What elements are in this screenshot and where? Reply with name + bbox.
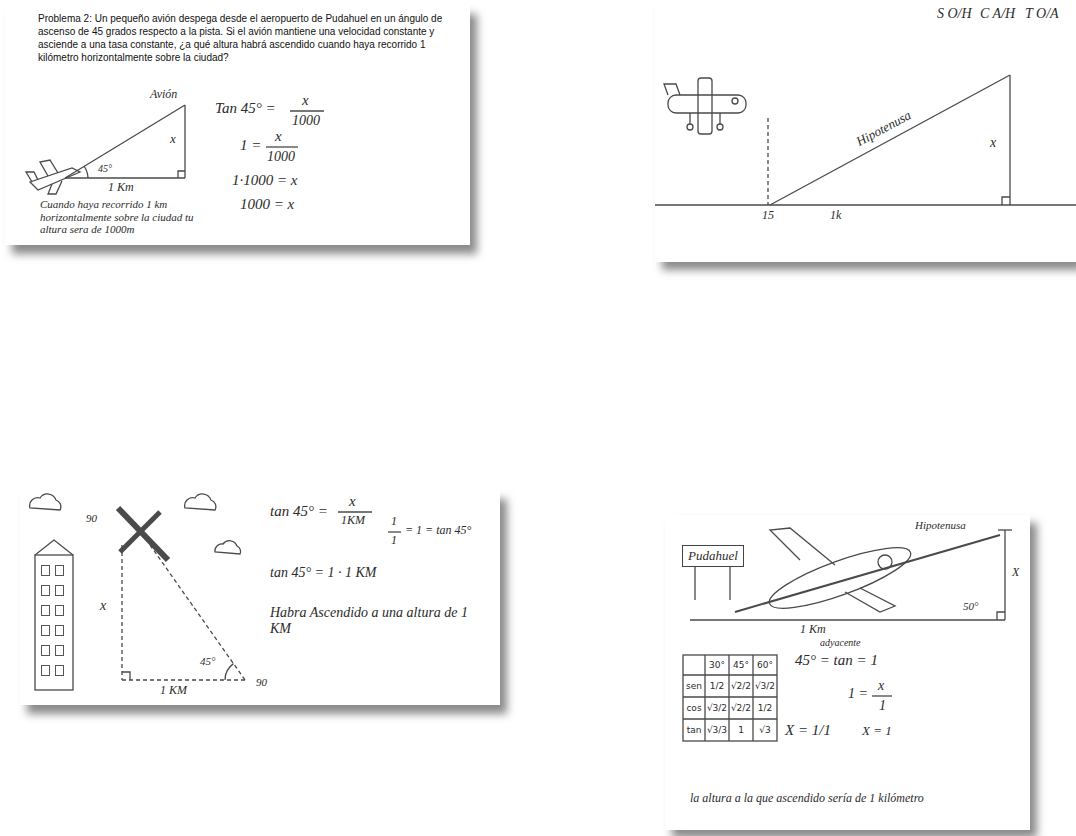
table-cell: 1 <box>730 725 752 735</box>
handwritten-note: 1000 <box>292 113 320 129</box>
sign-text: Pudahuel <box>688 549 738 564</box>
handwritten-note: 1 <box>391 515 397 529</box>
table-cell: √3/2 <box>706 703 728 713</box>
handwritten-note: Tan 45° = <box>215 100 276 117</box>
table-cell: √2/2 <box>730 681 752 691</box>
handwritten-note: tan 45° = 1 · 1 KM <box>270 565 376 581</box>
handwritten-note: x <box>100 598 106 614</box>
handwritten-note: Avión <box>150 88 177 102</box>
handwritten-note: 1 <box>879 698 886 714</box>
handwritten-note: 1 <box>391 534 397 548</box>
table-cell: √3 <box>754 725 776 735</box>
handwritten-note: 1 Km <box>800 623 826 637</box>
handwritten-note: 1 KM <box>160 684 187 698</box>
work-panel: x 90 45° 1 KM 90 tan 45° = x 1KM 1 1 = 1 = tan 45°… <box>20 490 500 705</box>
handwritten-note: 90 <box>256 676 267 689</box>
handwritten-note: 1KM <box>341 514 365 528</box>
handwritten-note: S O/H <box>937 6 972 22</box>
triangle-sketch <box>26 105 324 194</box>
handwritten-note: x <box>275 128 282 145</box>
handwritten-note: X = 1 <box>862 724 892 739</box>
handwritten-note: 15 <box>762 209 774 223</box>
work-panel: Hipotenusa x 15 1k S O/H C A/H T O/A <box>655 0 1076 262</box>
handwritten-note: 45° = tan = 1 <box>795 652 878 669</box>
table-cell: cos <box>684 703 704 713</box>
handwritten-note: x <box>349 493 356 510</box>
handwritten-note: x <box>878 678 884 694</box>
table-cell: sen <box>684 681 704 691</box>
handwritten-note: = 1 = tan 45° <box>405 524 471 538</box>
handwritten-note: x <box>170 132 176 147</box>
handwritten-note: 1000 = x <box>240 196 294 213</box>
handwritten-note: 1 = <box>240 137 261 154</box>
sign-board: Pudahuel <box>682 545 744 567</box>
handwritten-note: tan 45° = <box>270 503 328 520</box>
handwritten-note: x <box>990 135 996 151</box>
handwritten-note: 45° <box>98 163 112 175</box>
handwritten-note: Habra Ascendido a una altura de 1 KM <box>270 605 470 637</box>
panel-ground <box>5 0 1076 830</box>
plane-sketch <box>30 494 401 690</box>
handwritten-note: adyacente <box>820 637 861 649</box>
handwritten-note: Hipotenusa <box>915 519 966 532</box>
work-panel: Problema 2: Un pequeño avión despega des… <box>5 5 470 245</box>
table-cell: √2/2 <box>730 703 752 713</box>
handwritten-note: 50° <box>963 600 978 613</box>
table-cell: 45° <box>730 660 752 670</box>
table-cell: 1/2 <box>706 681 728 691</box>
handwritten-note: 1000 <box>267 149 295 165</box>
handwritten-note: la altura a la que ascendido sería de 1 … <box>690 792 1020 806</box>
handwritten-note: T O/A <box>1025 6 1059 22</box>
handwritten-note: 1 = <box>848 686 868 702</box>
plane-sketch <box>683 528 1012 741</box>
handwritten-note: X <box>1012 566 1019 580</box>
table-cell: √3/3 <box>706 725 728 735</box>
handwritten-note: 1·1000 = x <box>232 172 298 189</box>
handwritten-note: 1k <box>830 209 841 223</box>
problem-text: Problema 2: Un pequeño avión despega des… <box>38 12 463 64</box>
table-cell: 60° <box>754 660 776 670</box>
handwritten-note: Hipotenusa <box>854 108 914 150</box>
handwritten-note: 45° <box>200 655 215 668</box>
handwritten-note: C A/H <box>980 6 1015 22</box>
handwritten-note: X = 1/1 <box>785 722 831 739</box>
handwritten-note: 90 <box>86 512 97 525</box>
handwritten-note: x <box>302 92 309 109</box>
table-cell: 30° <box>706 660 728 670</box>
handwritten-note: 1 Km <box>108 181 134 195</box>
work-panel: HipotenusaX 50° 1 Kmadyacente 45° = tan = 1… <box>665 515 1030 830</box>
handwritten-note: Cuando haya recorrido 1 km horizontalmen… <box>40 198 210 236</box>
table-cell: √3/2 <box>754 681 776 691</box>
table-cell: tan <box>684 725 704 735</box>
triangle-sketch <box>655 75 1076 205</box>
table-cell: 1/2 <box>754 703 776 713</box>
